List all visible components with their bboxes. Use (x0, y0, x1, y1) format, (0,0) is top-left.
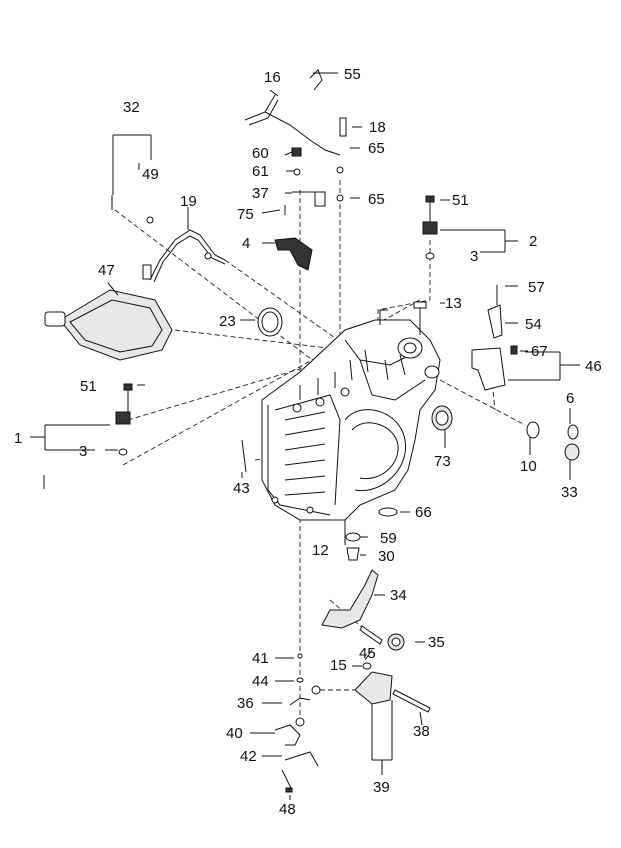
label-36: 36 (237, 695, 254, 712)
label-57: 57 (528, 279, 545, 296)
label-10: 10 (520, 458, 537, 475)
label-67: 67 (531, 343, 548, 360)
label-66: 66 (415, 504, 432, 521)
part-labels: 55 16 32 18 49 60 65 61 37 65 51 19 75 2… (14, 66, 602, 818)
linkage-40 (274, 653, 372, 793)
label-60: 60 (252, 145, 269, 162)
label-34: 34 (390, 587, 407, 604)
bushing-35 (387, 633, 405, 651)
label-65-mid: 65 (368, 191, 385, 208)
sensor-2 (422, 195, 438, 235)
label-45: 45 (359, 645, 376, 662)
label-51-right: 51 (452, 192, 469, 209)
shaft-38 (392, 689, 431, 713)
gasket-23 (257, 307, 283, 337)
breather-hose-19 (142, 229, 226, 283)
label-37: 37 (252, 185, 269, 202)
shift-lever-34 (321, 569, 379, 629)
label-65-top: 65 (368, 140, 385, 157)
label-54: 54 (525, 316, 542, 333)
bracket-54 (487, 285, 503, 339)
label-18: 18 (369, 119, 386, 136)
label-48: 48 (279, 801, 296, 818)
label-33: 33 (561, 484, 578, 501)
label-39: 39 (373, 779, 390, 796)
label-51-left: 51 (80, 378, 97, 395)
label-3-left: 3 (79, 443, 87, 460)
label-23: 23 (219, 313, 236, 330)
sensor-1 (115, 383, 133, 456)
label-6: 6 (566, 390, 574, 407)
oil-seal-73 (431, 405, 453, 431)
label-35: 35 (428, 634, 445, 651)
label-46: 46 (585, 358, 602, 375)
label-47: 47 (98, 262, 115, 279)
bracket-4 (274, 237, 313, 271)
label-55: 55 (344, 66, 361, 83)
label-73: 73 (434, 453, 451, 470)
label-38: 38 (413, 723, 430, 740)
label-1: 1 (14, 430, 22, 447)
label-30: 30 (378, 548, 395, 565)
label-61: 61 (252, 163, 269, 180)
label-43: 43 (233, 480, 250, 497)
label-2: 2 (529, 233, 537, 250)
label-32: 32 (123, 99, 140, 116)
label-15: 15 (330, 657, 347, 674)
label-16: 16 (264, 69, 281, 86)
transaxle-case (261, 309, 441, 521)
label-41: 41 (252, 650, 269, 667)
wiring-bracket-16 (244, 69, 341, 156)
label-12: 12 (312, 542, 329, 559)
small-parts (111, 117, 580, 561)
bracket-46 (471, 347, 506, 391)
label-75: 75 (237, 206, 254, 223)
label-59: 59 (380, 530, 397, 547)
label-49: 49 (142, 166, 159, 183)
label-42: 42 (240, 748, 257, 765)
leader-lines (30, 72, 580, 800)
label-19: 19 (180, 193, 197, 210)
shift-body-39 (354, 671, 393, 761)
label-3-right: 3 (470, 248, 478, 265)
label-4: 4 (242, 235, 250, 252)
label-40: 40 (226, 725, 243, 742)
label-44: 44 (252, 673, 269, 690)
pin-45 (359, 625, 383, 645)
oil-filter-47 (44, 289, 173, 361)
label-13: 13 (445, 295, 462, 312)
